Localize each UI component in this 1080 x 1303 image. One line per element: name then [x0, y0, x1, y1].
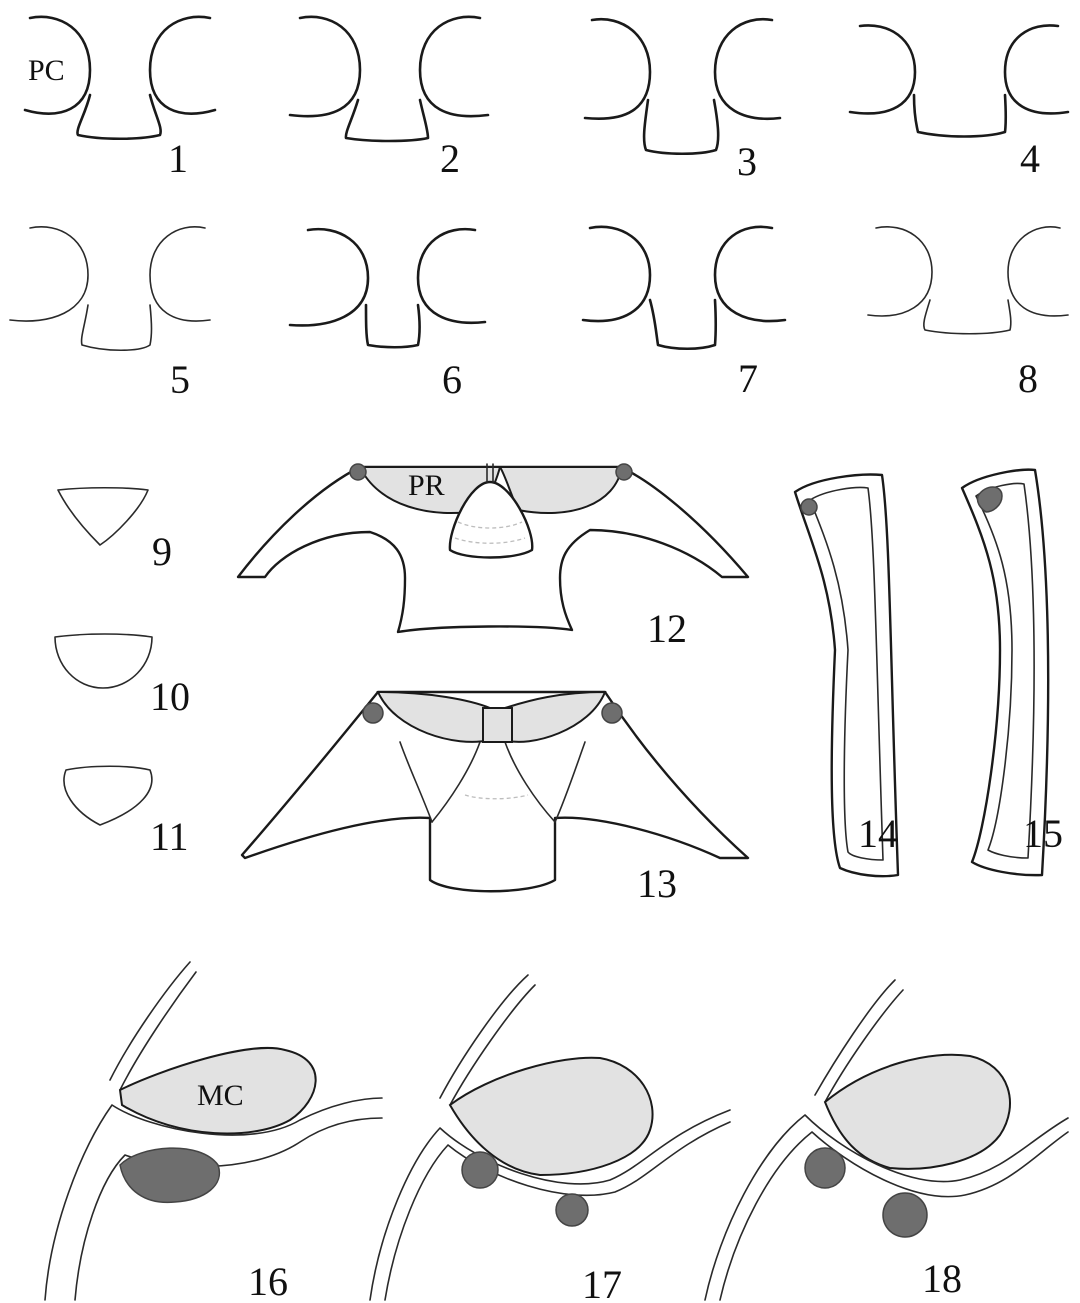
figure-11-drawing: [64, 766, 152, 825]
figure-2-drawing: [290, 17, 488, 141]
figure-label-3: 3: [737, 139, 757, 184]
figure-7-drawing: [583, 227, 785, 349]
figure-9-drawing: [58, 488, 148, 545]
figure-10-drawing: [55, 634, 152, 688]
figure-label-8: 8: [1018, 356, 1038, 401]
figure-label-12: 12: [647, 606, 687, 651]
figure-label-17: 17: [582, 1262, 622, 1303]
figure-label-18: 18: [922, 1256, 962, 1301]
figure-label-1: 1: [168, 136, 188, 181]
figure-label-9: 9: [152, 529, 172, 574]
figure-label-4: 4: [1020, 136, 1040, 181]
figure-label-6: 6: [442, 357, 462, 402]
figure-6-drawing: [290, 229, 485, 347]
figure-16-drawing: [45, 962, 382, 1300]
label-mc: MC: [197, 1079, 244, 1112]
figure-18-drawing: [705, 980, 1068, 1300]
figure-label-10: 10: [150, 674, 190, 719]
figure-label-2: 2: [440, 136, 460, 181]
figure-label-16: 16: [248, 1259, 288, 1303]
label-pc: PC: [28, 54, 65, 87]
figure-label-11: 11: [150, 814, 189, 859]
figure-label-15: 15: [1023, 811, 1063, 856]
figure-5-drawing: [10, 227, 210, 350]
figure-4-drawing: [850, 25, 1068, 136]
figure-3-drawing: [585, 19, 780, 154]
label-pr: PR: [408, 469, 445, 502]
figure-label-5: 5: [170, 357, 190, 402]
figure-label-7: 7: [738, 356, 758, 401]
figure-label-14: 14: [858, 811, 898, 856]
figure-label-13: 13: [637, 861, 677, 906]
figure-8-drawing: [868, 227, 1068, 334]
figure-17-drawing: [370, 975, 730, 1300]
